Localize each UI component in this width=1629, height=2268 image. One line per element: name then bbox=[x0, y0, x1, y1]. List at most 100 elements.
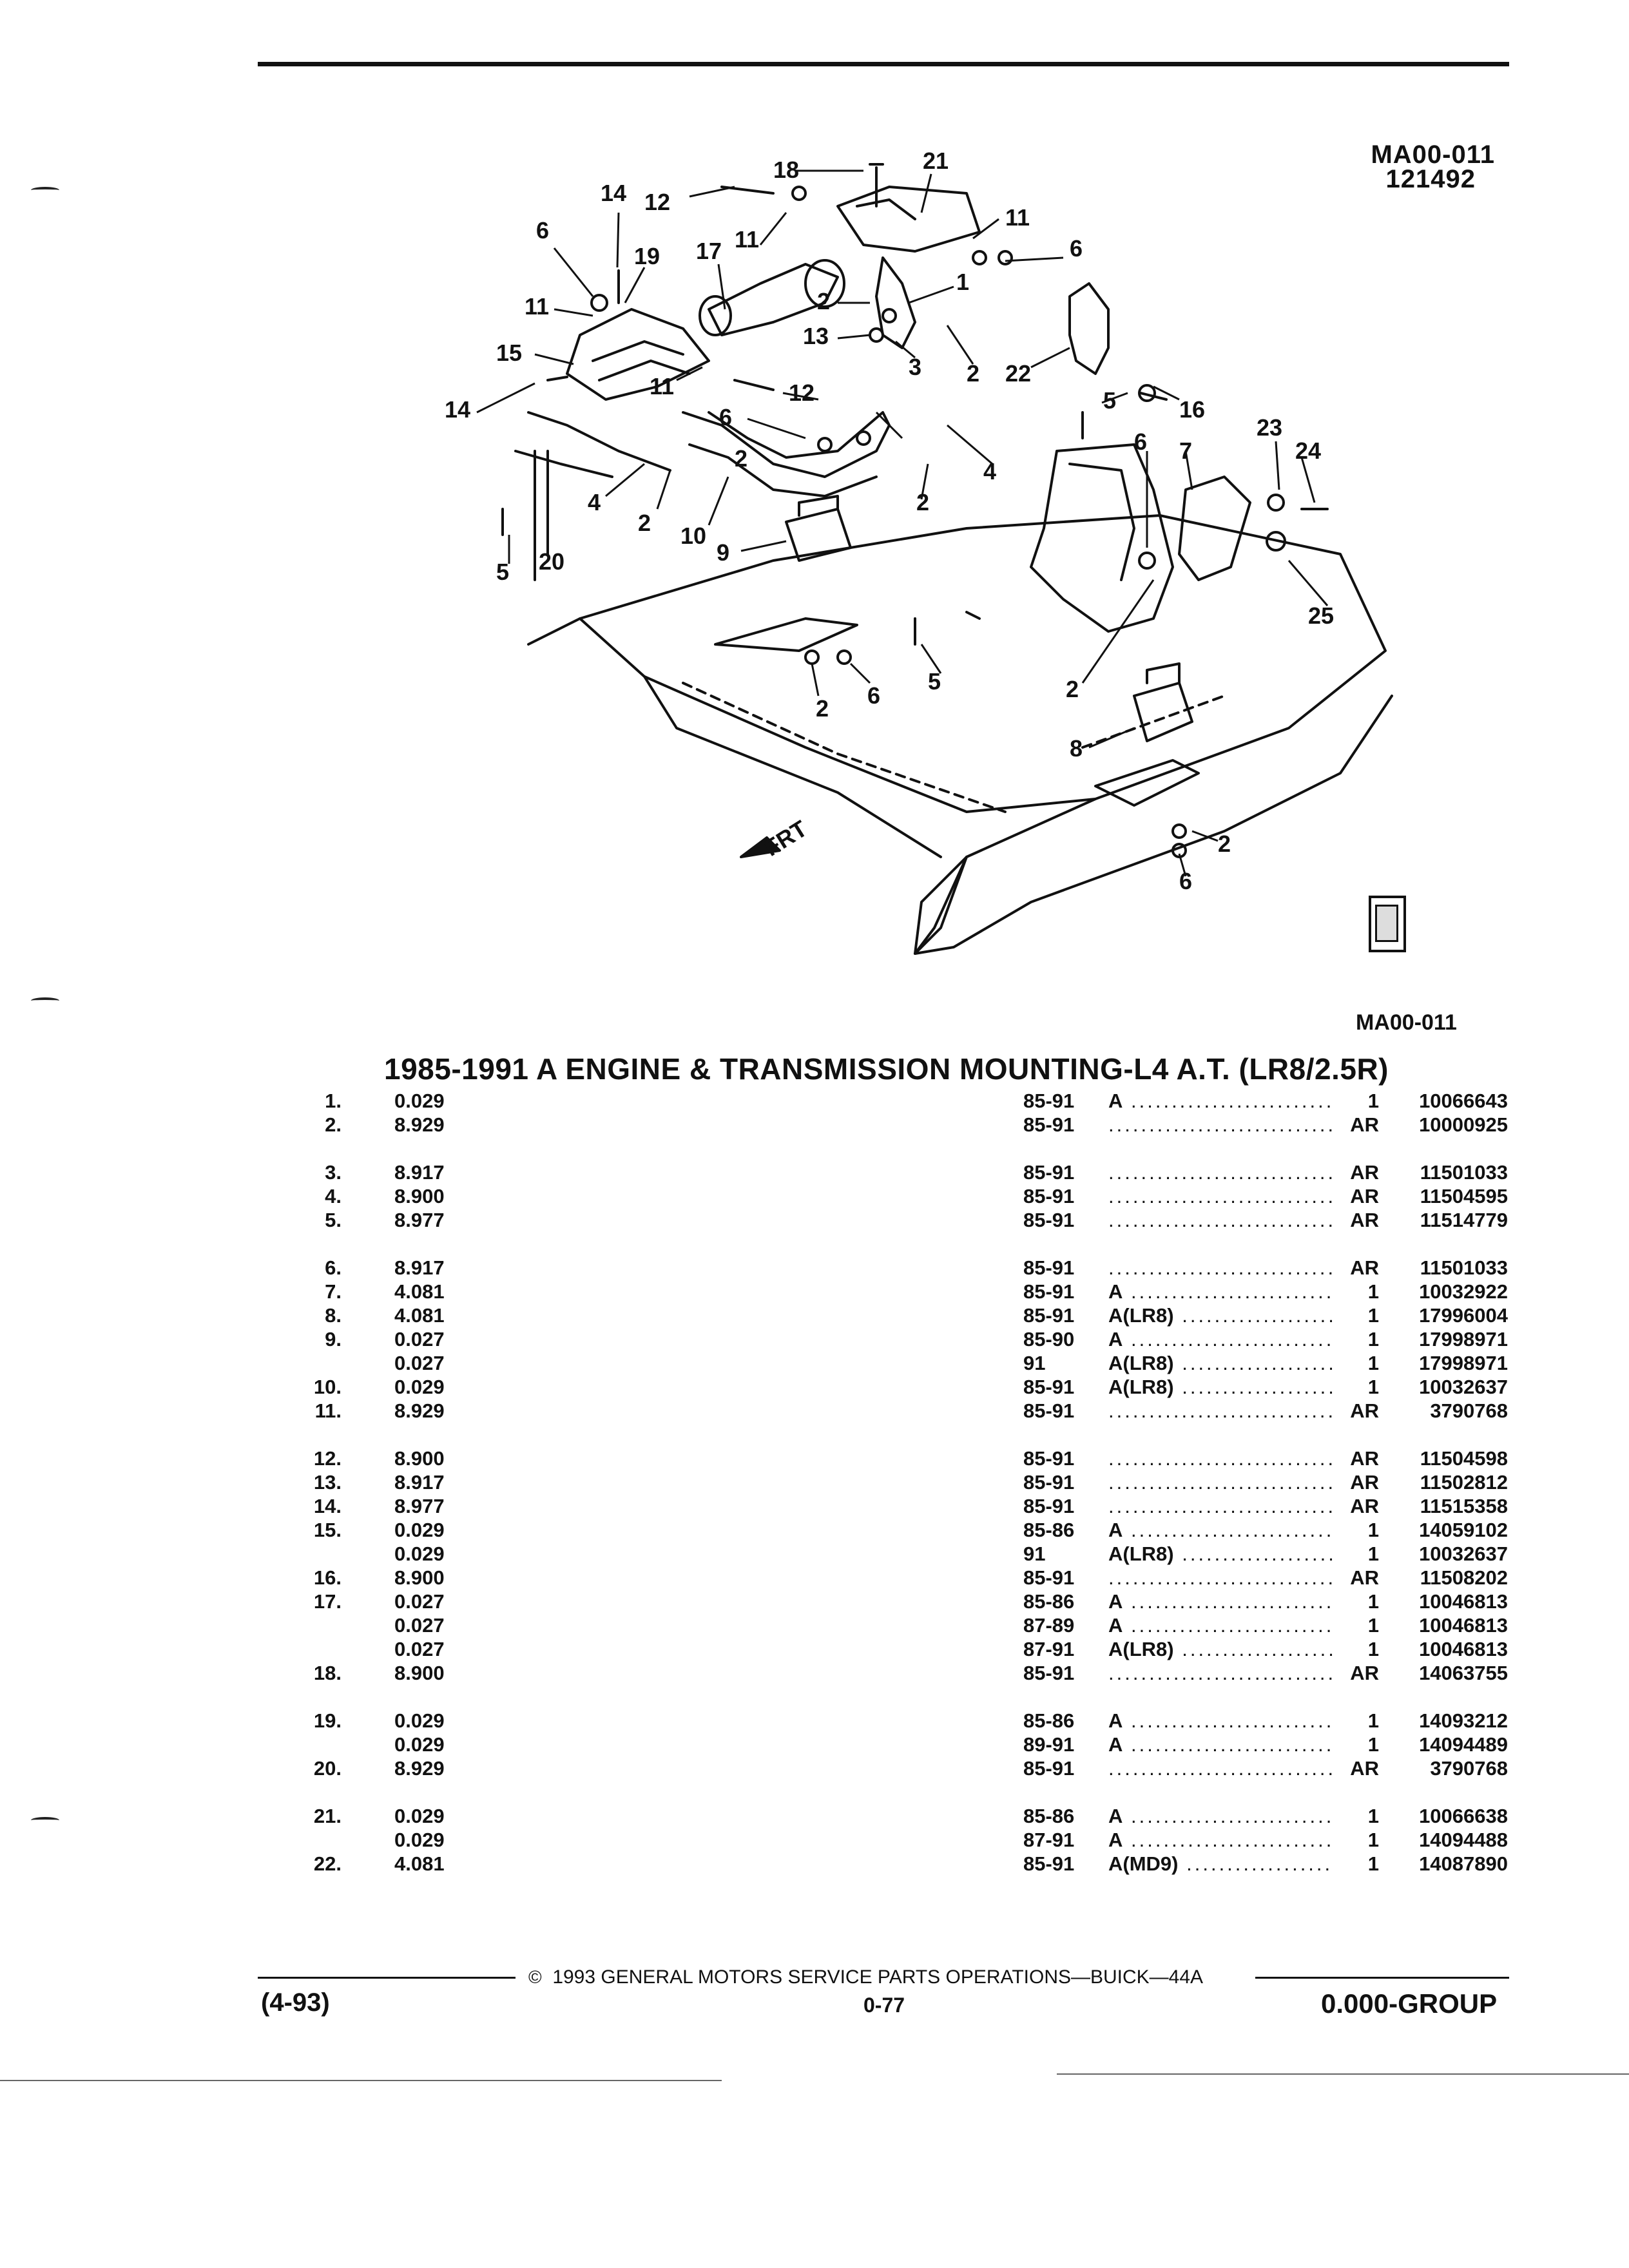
model-code: A ......................................… bbox=[1108, 1518, 1334, 1542]
scan-artifact-line bbox=[1057, 2073, 1629, 2075]
parts-row: 16.8.900BOLT ,HFH M10X1.5X20 9.8 PZOR ..… bbox=[0, 1566, 1629, 1590]
dot-leader: ........................................ bbox=[1131, 1280, 1334, 1303]
parts-row: 8.4.081MOUNT ,TRANS ....................… bbox=[0, 1303, 1629, 1327]
parts-row: 18.8.900BOLT ,HFH,M10X1.5X25,9.8 PZOR,TH… bbox=[0, 1661, 1629, 1709]
group-number: 4.081 bbox=[394, 1304, 445, 1327]
parts-list: 1.0.029BRACE ,ENG MT STRUT BRKT ........… bbox=[0, 1089, 1629, 1876]
parts-row: 2.8.929WASHER ,FL M10X20X3 THK HARDENED … bbox=[0, 1113, 1629, 1160]
item-number: 4. bbox=[325, 1185, 342, 1207]
model-code: A(LR8) .................................… bbox=[1108, 1637, 1334, 1661]
callout-label: 18 bbox=[773, 157, 799, 183]
group-number: 0.027 bbox=[394, 1590, 445, 1613]
item-number: 14. bbox=[313, 1495, 342, 1517]
bolt-12b bbox=[733, 379, 775, 391]
engine-mount-9 bbox=[785, 508, 852, 562]
trans-mount-8 bbox=[1133, 682, 1193, 742]
model-years: 85-86 bbox=[1023, 1519, 1075, 1541]
group-number: 8.929 bbox=[394, 1113, 445, 1136]
model-years: 85-91 bbox=[1023, 1161, 1075, 1184]
quantity: 1 bbox=[1367, 1852, 1379, 1875]
callout-label: 5 bbox=[928, 668, 941, 695]
callout-label: 2 bbox=[1066, 676, 1079, 702]
part-number: 11502812 bbox=[1420, 1471, 1508, 1494]
callout-label: 14 bbox=[601, 180, 626, 206]
parts-row: 4.8.900BOLT ,HEX M10X1.5X20,10.9 POR ...… bbox=[0, 1184, 1629, 1208]
quantity: AR bbox=[1350, 1256, 1379, 1279]
item-number: 1. bbox=[325, 1090, 342, 1112]
part-number: 10066638 bbox=[1419, 1805, 1508, 1827]
model-years: 85-86 bbox=[1023, 1709, 1075, 1732]
group-number: 0.029 bbox=[394, 1090, 445, 1112]
margin-mark bbox=[31, 1817, 59, 1823]
item-number: 20. bbox=[313, 1757, 342, 1780]
model-code: ........................................ bbox=[1108, 1566, 1334, 1590]
group-number: 8.917 bbox=[394, 1256, 445, 1279]
group-number: 4.081 bbox=[394, 1280, 445, 1303]
part-number: 14063755 bbox=[1419, 1662, 1508, 1684]
dot-leader: ........................................ bbox=[1186, 1852, 1334, 1875]
group-number: 8.917 bbox=[394, 1471, 445, 1494]
callout-label: 24 bbox=[1295, 437, 1321, 464]
callout-label: 19 bbox=[634, 243, 660, 269]
parts-row: 7.4.081BRACKET ,TRANS MT(RR) ...........… bbox=[0, 1280, 1629, 1303]
parts-row: 13.8.917NUT ,M10X1.5 ...................… bbox=[0, 1470, 1629, 1494]
section-title: 1985-1991 A ENGINE & TRANSMISSION MOUNTI… bbox=[384, 1052, 1389, 1086]
callout-label: 2 bbox=[1218, 831, 1231, 857]
parts-row: 22.4.081BRACE ,TRANSAXLE ...............… bbox=[0, 1852, 1629, 1876]
group-number: 0.027 bbox=[394, 1638, 445, 1660]
callout-label: 12 bbox=[644, 189, 670, 215]
quantity: 1 bbox=[1367, 1352, 1379, 1374]
callout-label: 14 bbox=[445, 396, 470, 423]
quantity: 1 bbox=[1367, 1280, 1379, 1303]
part-number: 10066643 bbox=[1419, 1090, 1508, 1112]
dot-leader: ........................................ bbox=[1131, 1805, 1334, 1827]
group-number: 8.900 bbox=[394, 1447, 445, 1470]
parts-row: 19.0.029BRACE ,ENG MT STRUT BRKT .......… bbox=[0, 1709, 1629, 1733]
part-number: 10046813 bbox=[1419, 1590, 1508, 1613]
item-number: 18. bbox=[313, 1662, 342, 1684]
margin-mark bbox=[31, 187, 59, 193]
model-code: ........................................ bbox=[1108, 1494, 1334, 1518]
callout-label: 13 bbox=[803, 323, 829, 349]
model-code: ........................................ bbox=[1108, 1756, 1334, 1780]
copyright-text: 1993 GENERAL MOTORS SERVICE PARTS OPERAT… bbox=[552, 1966, 1204, 1988]
model-years: 85-91 bbox=[1023, 1495, 1075, 1517]
group-number: 8.977 bbox=[394, 1495, 445, 1517]
model-code: A ......................................… bbox=[1108, 1590, 1334, 1613]
callout-label: 2 bbox=[817, 288, 830, 314]
frame-rail-left bbox=[643, 675, 942, 858]
part-number: 3790768 bbox=[1430, 1399, 1508, 1422]
parts-row: 9.0.027MOUNT ,ENG(2.5R) ................… bbox=[0, 1327, 1629, 1351]
quantity: 1 bbox=[1367, 1733, 1379, 1756]
lower-bracket bbox=[1094, 759, 1200, 807]
callout-label: 6 bbox=[1179, 868, 1192, 894]
model-years: 87-89 bbox=[1023, 1614, 1075, 1637]
item-number: 19. bbox=[313, 1709, 342, 1732]
model-code: A(LR8) .................................… bbox=[1108, 1542, 1334, 1566]
model-code: A ......................................… bbox=[1108, 1709, 1334, 1733]
dot-leader: ........................................ bbox=[1108, 1566, 1334, 1589]
quantity: AR bbox=[1350, 1662, 1379, 1684]
model-years: 85-91 bbox=[1023, 1304, 1075, 1327]
group-number: 8.977 bbox=[394, 1209, 445, 1231]
footer-page-number: 0-77 bbox=[863, 1994, 905, 2017]
model-code: A ......................................… bbox=[1108, 1089, 1334, 1113]
callout-label: 11 bbox=[650, 373, 674, 399]
callout-label: 16 bbox=[1179, 396, 1205, 423]
callout-label: 12 bbox=[789, 380, 815, 406]
callout-label: 8 bbox=[1070, 735, 1083, 762]
callout-label: 11 bbox=[1005, 204, 1030, 231]
model-code: ........................................ bbox=[1108, 1208, 1334, 1232]
item-number: 10. bbox=[313, 1376, 342, 1398]
model-code: A ......................................… bbox=[1108, 1613, 1334, 1637]
front-direction-label: FRT bbox=[760, 815, 812, 861]
item-number: 3. bbox=[325, 1161, 342, 1184]
part-number: 10046813 bbox=[1419, 1638, 1508, 1660]
copyright-line: © 1993 GENERAL MOTORS SERVICE PARTS OPER… bbox=[528, 1966, 1203, 1988]
part-number: 14087890 bbox=[1419, 1852, 1508, 1875]
item-number: 5. bbox=[325, 1209, 342, 1231]
model-years: 85-91 bbox=[1023, 1280, 1075, 1303]
callout-label: 25 bbox=[1308, 602, 1334, 629]
part-number: 10046813 bbox=[1419, 1614, 1508, 1637]
parts-row: 12.8.900BOLT ,HEX M10X1.5X85,10.9 POR ..… bbox=[0, 1446, 1629, 1470]
